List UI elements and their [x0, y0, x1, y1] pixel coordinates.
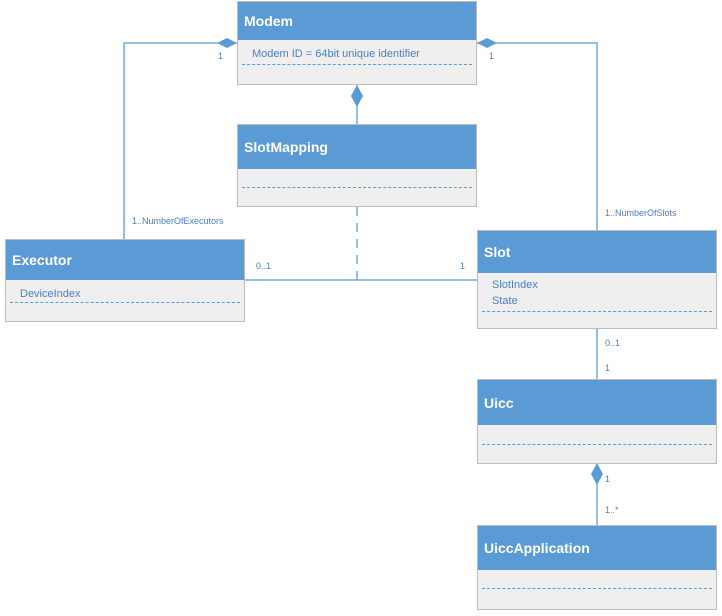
- multiplicity-slot-uicc-uicc-end: 1: [605, 363, 611, 373]
- uicc-operations-separator: [482, 444, 712, 445]
- modem-attributes: Modem ID = 64bit unique identifier: [238, 40, 476, 62]
- modem-executor-composition-diamond: [217, 38, 237, 48]
- multiplicity-uicc-app-uicc-end: 1: [605, 474, 611, 484]
- uicc-class-header: Uicc: [478, 380, 716, 425]
- slot-attribute-slotindex: SlotIndex: [492, 279, 538, 291]
- slotmapping-class[interactable]: SlotMapping: [237, 124, 477, 207]
- multiplicity-modem-executor-executor-end: 1..NumberOfExecutors: [132, 216, 224, 226]
- executor-class-name: Executor: [12, 252, 72, 268]
- multiplicity-modem-slot-modem-end: 1: [489, 51, 495, 61]
- modem-executor-association: [123, 42, 237, 239]
- uicc-class-name: Uicc: [484, 394, 514, 411]
- executor-class-header: Executor: [6, 240, 244, 280]
- slotmapping-class-name: SlotMapping: [244, 139, 328, 155]
- slot-attribute-state: State: [492, 295, 518, 307]
- slot-attributes: SlotIndex State: [478, 273, 716, 309]
- uiccapplication-class-header: UiccApplication: [478, 526, 716, 570]
- multiplicity-executor-slot-executor-end: 0..1: [256, 261, 272, 271]
- multiplicity-modem-executor-modem-end: 1: [218, 51, 224, 61]
- slot-operations-separator: [482, 311, 712, 312]
- modem-class-name: Modem: [244, 13, 293, 29]
- slot-class-name: Slot: [484, 244, 511, 260]
- multiplicity-modem-slot-slot-end: 1..NumberOfSlots: [605, 208, 677, 218]
- modem-attribute: Modem ID = 64bit unique identifier: [252, 48, 420, 60]
- executor-attributes: DeviceIndex: [6, 280, 244, 302]
- uiccapplication-operations-separator: [482, 588, 712, 589]
- multiplicity-executor-slot-slot-end: 1: [460, 261, 466, 271]
- modem-slot-composition-diamond: [477, 38, 497, 48]
- modem-class[interactable]: Modem Modem ID = 64bit unique identifier: [237, 1, 477, 85]
- executor-operations-separator: [10, 302, 240, 303]
- modem-slotmapping-composition-diamond: [351, 85, 363, 107]
- uiccapplication-class-name: UiccApplication: [484, 540, 590, 556]
- executor-attribute: DeviceIndex: [20, 288, 81, 300]
- uiccapplication-class[interactable]: UiccApplication: [477, 525, 717, 610]
- multiplicity-slot-uicc-slot-end: 0..1: [605, 338, 621, 348]
- slot-class[interactable]: Slot SlotIndex State: [477, 230, 717, 329]
- uicc-application-composition-diamond: [591, 463, 603, 485]
- modem-class-header: Modem: [238, 2, 476, 40]
- modem-slot-association: [477, 42, 598, 230]
- uicc-class[interactable]: Uicc: [477, 379, 717, 464]
- slot-class-header: Slot: [478, 231, 716, 273]
- executor-class[interactable]: Executor DeviceIndex: [5, 239, 245, 322]
- slotmapping-class-header: SlotMapping: [238, 125, 476, 169]
- modem-operations-separator: [242, 64, 472, 65]
- multiplicity-uicc-app-app-end: 1..*: [605, 505, 619, 515]
- slotmapping-operations-separator: [242, 187, 472, 188]
